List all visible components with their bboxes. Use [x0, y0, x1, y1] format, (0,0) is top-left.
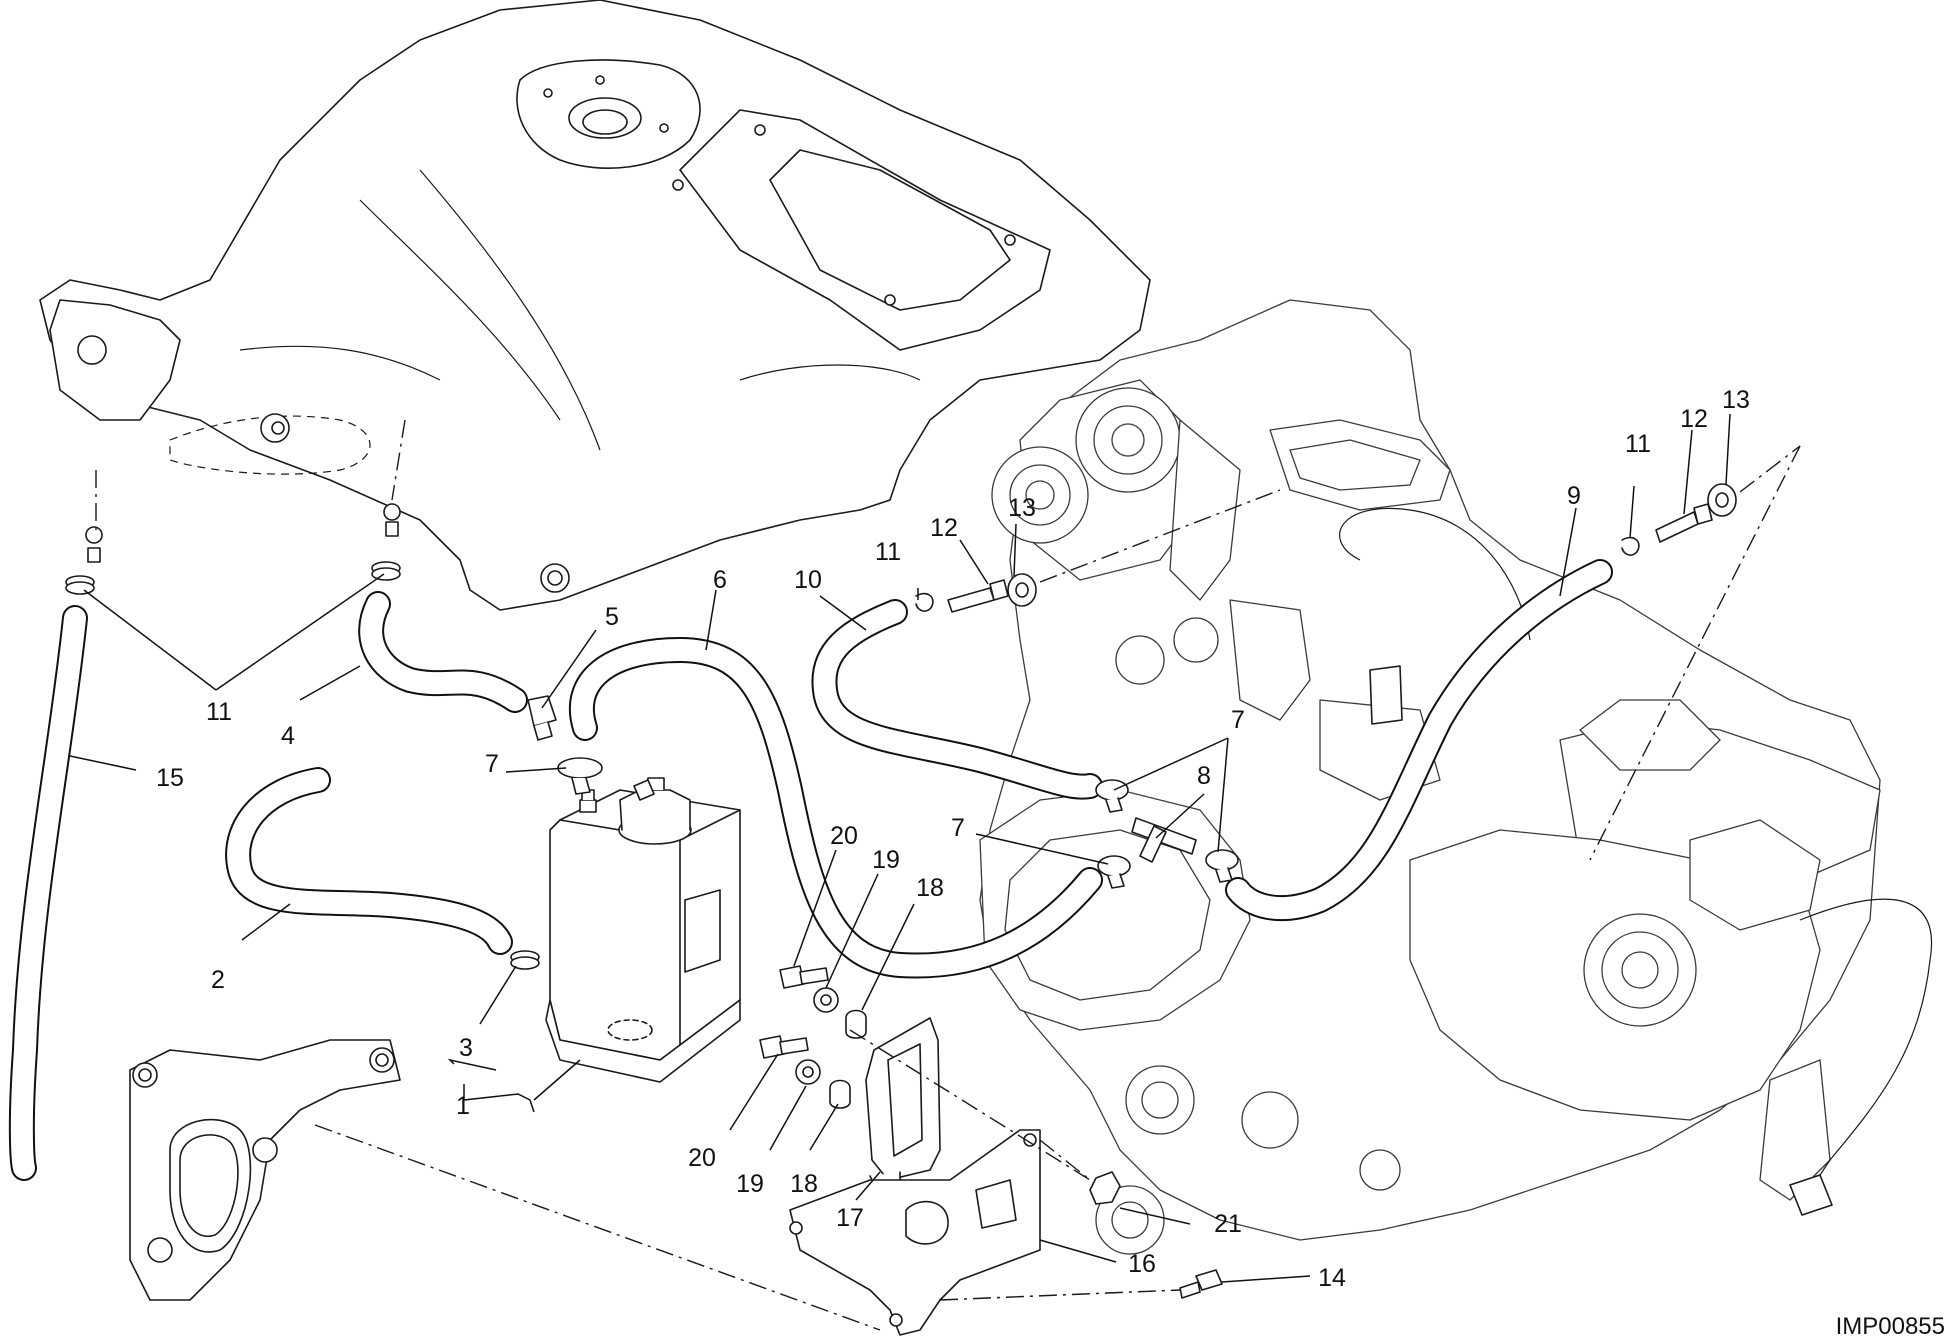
- callout-labels: 1 2 3 4 5 6 7 7 7 8 9 10 11 11 11 12 12 …: [156, 386, 1750, 1292]
- callout-10: 10: [794, 566, 822, 594]
- callout-12-middle: 12: [930, 514, 958, 542]
- callout-14: 14: [1318, 1264, 1346, 1292]
- hose-9: [1225, 559, 1613, 921]
- hose-2: [225, 767, 513, 955]
- fuel-tank: [39, 0, 1151, 611]
- callout-16: 16: [1128, 1250, 1156, 1278]
- callout-19-lower: 19: [736, 1170, 764, 1198]
- callout-20-lower: 20: [688, 1144, 716, 1172]
- callout-3: 3: [459, 1034, 473, 1062]
- hose-15: [8, 605, 88, 1181]
- callout-8: 8: [1197, 762, 1211, 790]
- callout-7-lower: 7: [951, 814, 965, 842]
- hose-6: [568, 637, 1103, 979]
- callout-15: 15: [156, 764, 184, 792]
- callout-18-lower: 18: [790, 1170, 818, 1198]
- callout-11-left: 11: [206, 698, 232, 726]
- small-parts: [65, 419, 1801, 1299]
- callout-2: 2: [211, 966, 225, 994]
- callout-7-right: 7: [1231, 706, 1245, 734]
- callout-21: 21: [1214, 1210, 1242, 1238]
- callout-11-right: 11: [1625, 430, 1651, 458]
- callout-6: 6: [713, 566, 727, 594]
- callout-7-top: 7: [485, 750, 499, 778]
- hoses: [8, 559, 1613, 1181]
- callout-20-upper: 20: [830, 822, 858, 850]
- hose-4: [358, 591, 528, 713]
- callout-19-upper: 19: [872, 846, 900, 874]
- engine-assembly: [979, 299, 1932, 1255]
- carbon-canister: [545, 777, 741, 1083]
- callout-12-right: 12: [1680, 405, 1708, 433]
- callout-1: 1: [456, 1092, 470, 1120]
- callout-5: 5: [605, 603, 619, 631]
- callout-9: 9: [1567, 482, 1581, 510]
- callout-leaders: [69, 413, 1731, 1283]
- callout-17: 17: [836, 1204, 864, 1232]
- callout-13-middle: 13: [1008, 494, 1036, 522]
- clip-11-left: [65, 561, 401, 595]
- callout-11-middle: 11: [875, 538, 901, 566]
- hose-10: [811, 599, 1103, 800]
- image-code: IMP00855: [1836, 1313, 1945, 1340]
- callout-18-upper: 18: [916, 874, 944, 902]
- brackets: [129, 1017, 1181, 1336]
- callout-4: 4: [281, 722, 295, 750]
- callout-13-right: 13: [1722, 386, 1750, 414]
